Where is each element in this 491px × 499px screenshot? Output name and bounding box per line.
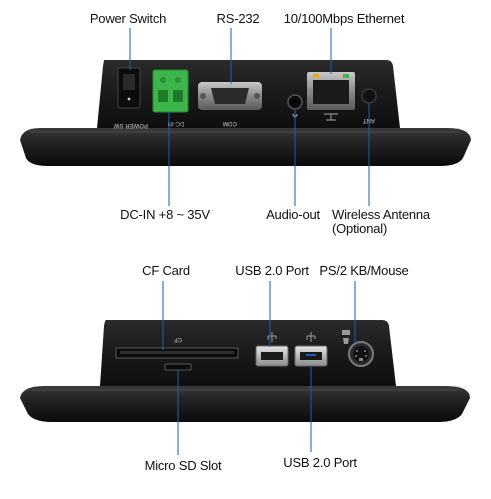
usb-port-right <box>294 332 328 367</box>
usb-left-icon <box>267 332 277 342</box>
top-leader-lines <box>129 28 370 206</box>
label-micro-sd: Micro SD Slot <box>145 458 222 473</box>
power-switch-indicator <box>127 97 131 101</box>
label-rs232: RS-232 <box>217 11 260 26</box>
bottom-device-view: CF <box>20 281 470 455</box>
ethernet-led-left <box>313 74 319 78</box>
usb-right-icon <box>306 332 316 342</box>
usb-right-tongue <box>306 354 316 356</box>
ps2-pin-4 <box>365 355 367 357</box>
com-mark: COM <box>223 120 237 126</box>
dc-in-slot-right <box>173 90 183 102</box>
label-cf-card: CF Card <box>142 263 190 278</box>
ps2-pin-1 <box>356 350 358 352</box>
label-audio-out: Audio-out <box>266 207 320 222</box>
top-panel-plate <box>20 128 471 166</box>
ps2-pin-2 <box>364 350 366 352</box>
rs232-port <box>198 82 262 110</box>
rs232-screw-left <box>200 93 206 99</box>
bottom-panel-plate <box>20 386 470 422</box>
ethernet-socket <box>313 80 349 104</box>
rs232-screw-right <box>254 93 260 99</box>
ps2-pin-3 <box>355 355 357 357</box>
dc-in-screw-right <box>175 77 181 83</box>
power-switch-rocker <box>123 74 135 90</box>
top-device-view: POWER SW DC-IN COM <box>20 28 471 206</box>
dc-in-terminal-block <box>152 69 189 113</box>
label-usb-top: USB 2.0 Port <box>235 263 309 278</box>
cf-mark: CF <box>174 336 182 342</box>
mouse-icon <box>343 338 349 344</box>
label-ps2: PS/2 KB/Mouse <box>319 263 408 278</box>
micro-sd-opening <box>164 363 192 371</box>
label-usb-bottom: USB 2.0 Port <box>283 455 357 470</box>
power-sw-mark: POWER SW <box>114 122 148 128</box>
ethernet-led-right <box>343 74 349 78</box>
audio-out-jack <box>287 94 303 118</box>
label-power-switch: Power Switch <box>90 11 166 26</box>
label-ethernet: 10/100Mbps Ethernet <box>284 11 405 26</box>
dc-in-mark: DC-IN <box>168 120 185 126</box>
dc-in-slot-left <box>158 90 168 102</box>
label-wireless-antenna: Wireless Antenna <box>332 207 431 222</box>
rs232-socket <box>211 88 249 104</box>
label-dc-in: DC-IN +8 ~ 35V <box>120 207 210 222</box>
usb-left-socket <box>261 352 283 360</box>
network-icon <box>324 113 338 121</box>
keyboard-icon <box>342 330 350 335</box>
antenna-hole <box>361 88 377 104</box>
usb-port-left <box>255 332 289 367</box>
power-switch <box>117 67 141 109</box>
dc-in-screw-left <box>160 77 166 83</box>
audio-jack-hole <box>292 99 298 105</box>
label-wireless-optional: (Optional) <box>332 221 387 236</box>
ps2-port <box>342 330 374 367</box>
cf-slot-inner <box>120 351 234 354</box>
wireless-antenna-port <box>361 88 377 104</box>
ps2-key <box>359 358 363 361</box>
micro-sd-slot <box>164 363 192 371</box>
cf-card-slot <box>115 347 239 359</box>
bottom-leader-lines <box>162 281 356 455</box>
ethernet-port <box>307 72 355 121</box>
callout-labels: Power Switch RS-232 10/100Mbps Ethernet … <box>90 11 431 473</box>
